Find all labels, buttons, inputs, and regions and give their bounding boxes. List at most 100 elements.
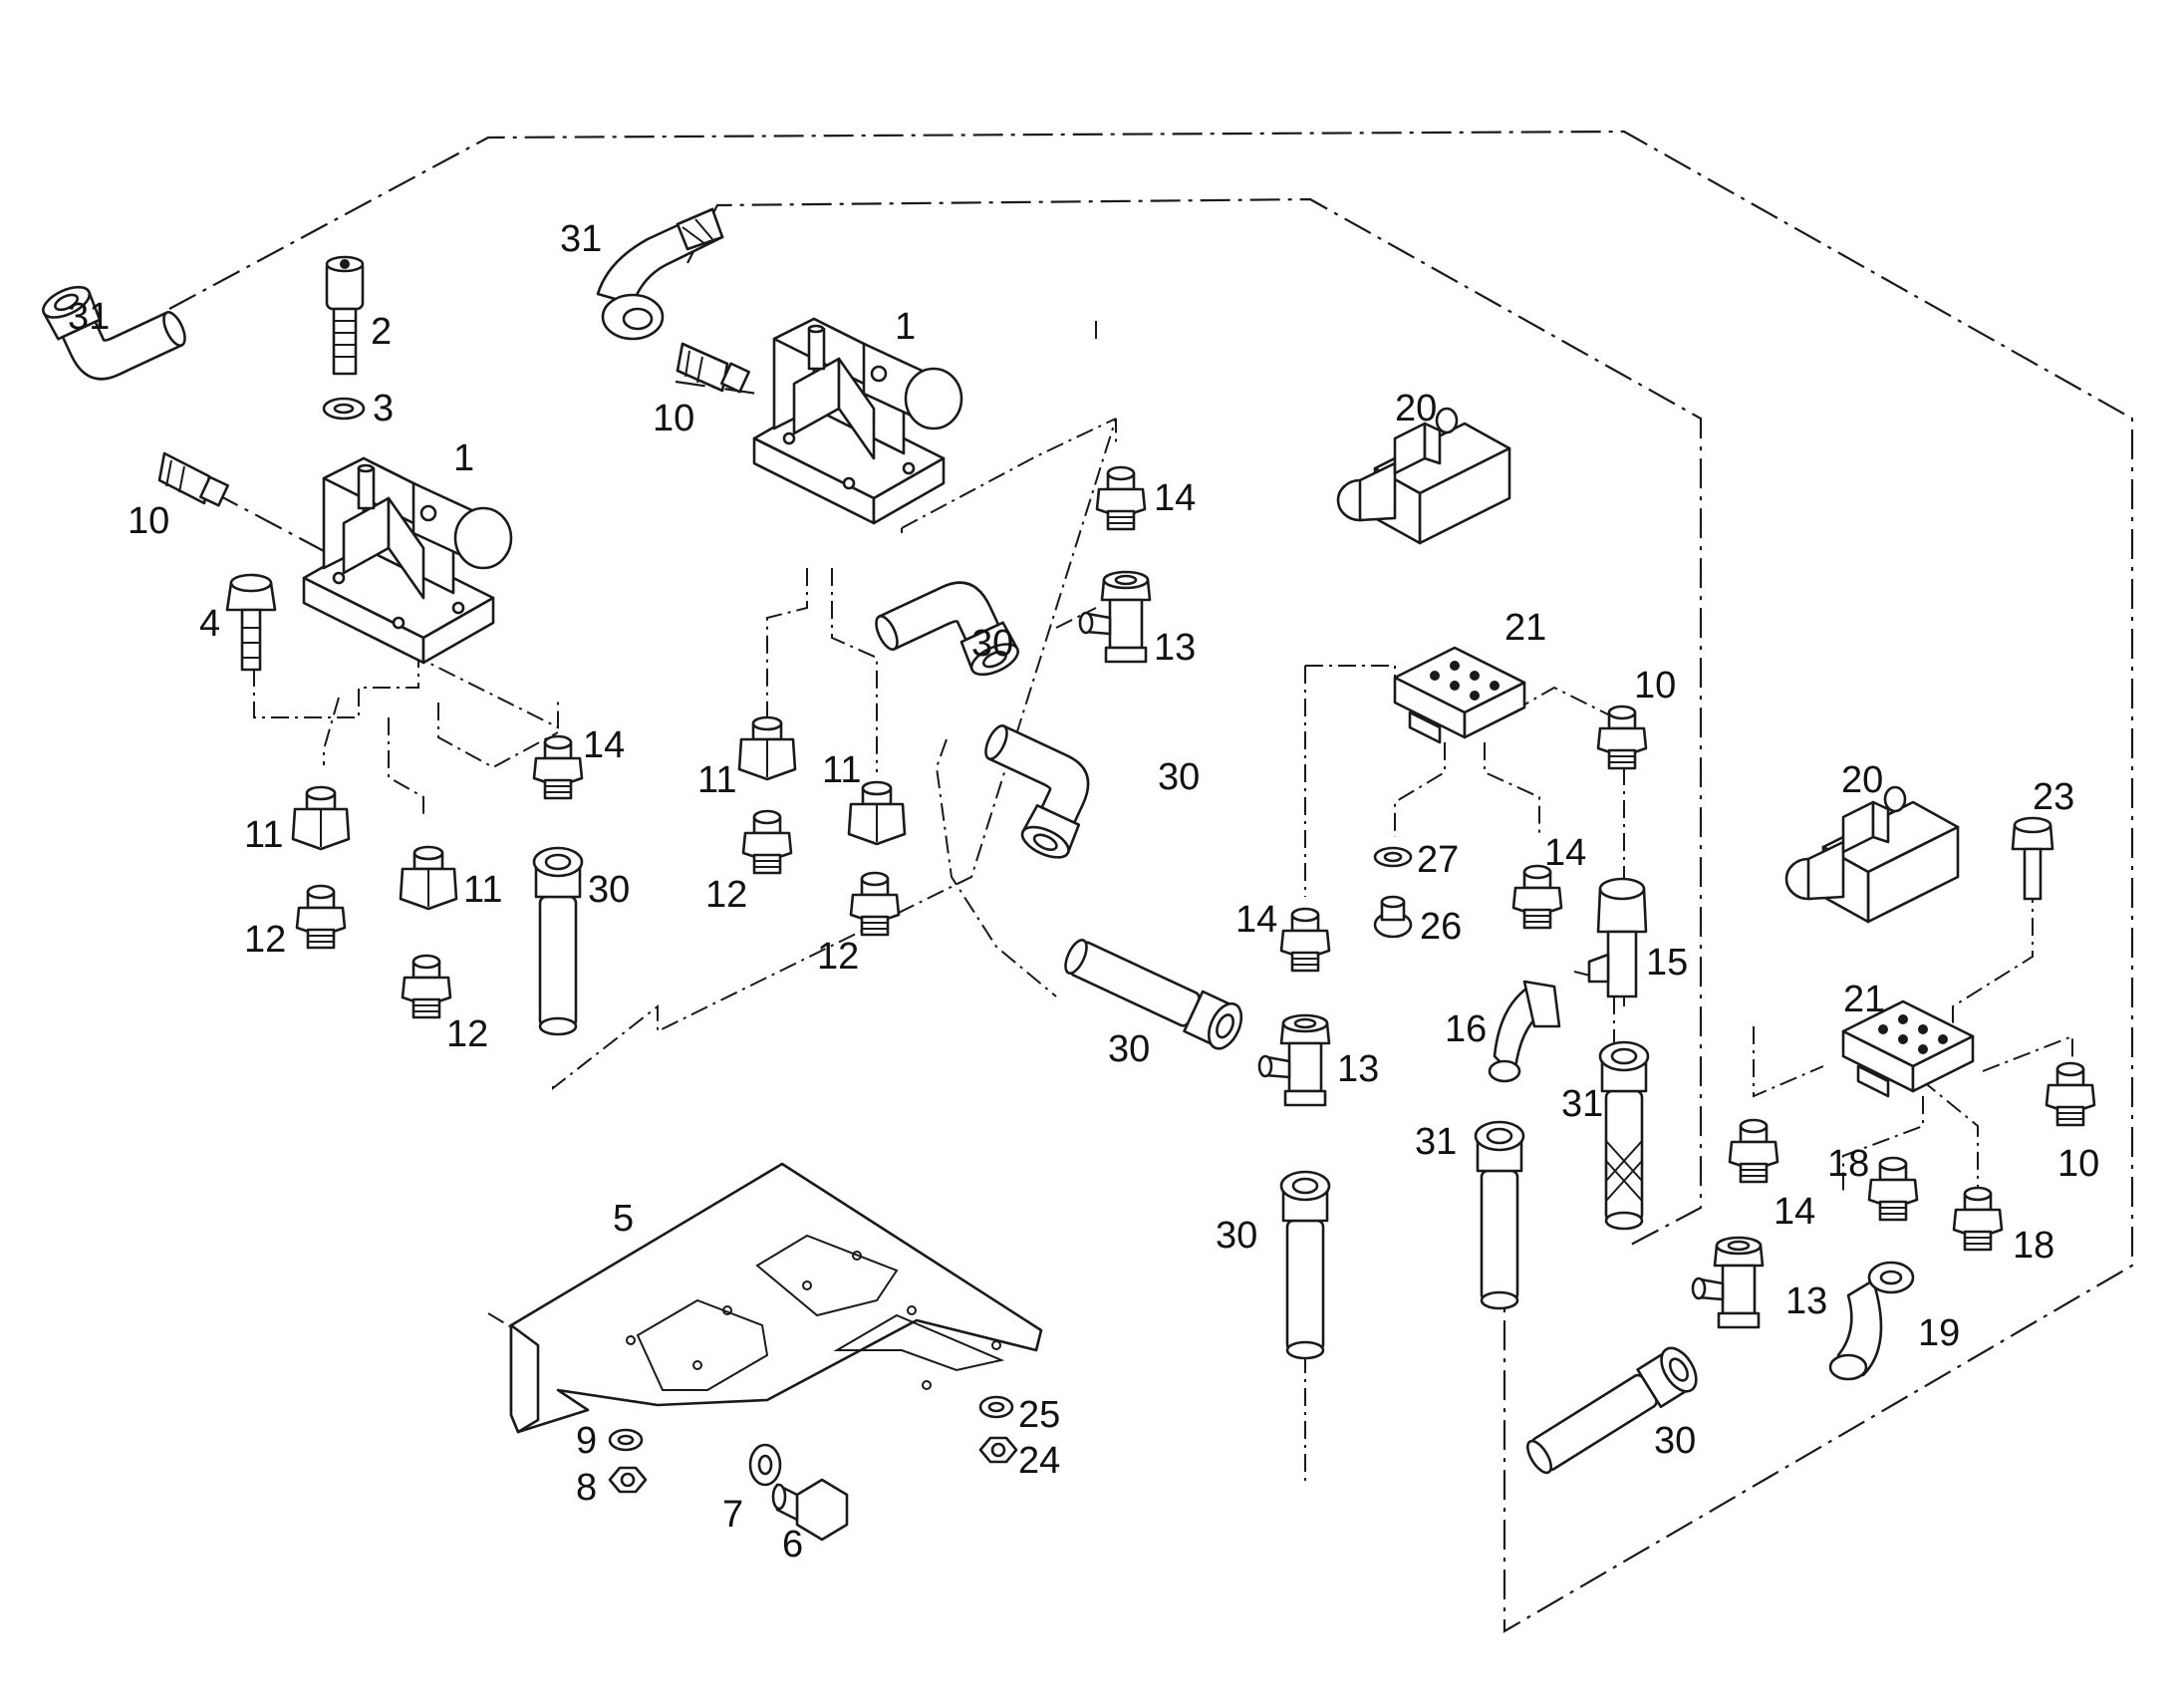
part-valve-left [302,456,513,665]
callout-25: 25 [1018,1394,1060,1436]
callout-26: 26 [1420,906,1462,948]
part-fitting-18-b [1952,1186,2004,1252]
part-hose-30-lower [1279,1170,1331,1360]
part-elbow-30-mid [953,721,1107,865]
callout-21-top: 21 [1504,607,1546,649]
part-fitting-12-a [295,884,347,950]
part-valve-center [752,317,963,525]
part-elbow-31-left [37,250,191,394]
part-elbow-19 [1828,1261,1915,1381]
callout-labels: 31 2 3 1 10 4 14 11 11 12 12 30 31 1 10 … [68,218,2099,1565]
part-hose-30-mid [1057,930,1249,1055]
callout-30-mid: 30 [1158,756,1200,798]
callout-12-c: 12 [705,874,747,916]
part-fitting-14-b [1095,465,1147,531]
callout-1-top: 1 [895,306,916,348]
part-fitting-14-c [1511,864,1563,930]
callout-7: 7 [722,1494,743,1536]
callout-6: 6 [782,1524,803,1565]
part-subplate-21-top [1393,646,1526,744]
callout-5: 5 [613,1198,634,1240]
callout-14-right: 14 [1774,1191,1815,1233]
callout-18-b: 18 [2013,1225,2054,1267]
callout-19: 19 [1918,1312,1960,1354]
callout-16: 16 [1445,1008,1487,1050]
part-solenoid-20-right [1784,785,1960,924]
callout-10-top: 10 [653,398,694,439]
part-fitting-11-a [291,785,351,851]
part-fitting-11-d [847,780,907,846]
callout-11-c: 11 [697,759,736,801]
part-washer-9 [608,1428,644,1452]
part-bracket-5 [509,1162,1043,1434]
callout-9: 9 [576,1420,597,1462]
callout-11-d: 11 [822,749,861,791]
part-plug-26 [1373,895,1413,939]
callout-20-right: 20 [1841,759,1883,801]
part-bolt-4 [225,573,277,672]
callout-31-a: 31 [1415,1121,1457,1163]
callout-12-d: 12 [817,936,859,978]
part-screw-2 [325,255,365,376]
callout-11-a: 11 [244,814,283,856]
part-tee-13-mid [1257,1013,1331,1107]
callout-21-right: 21 [1843,979,1885,1020]
callout-31-left: 31 [68,296,110,338]
part-hose-30-left [532,846,584,1036]
part-washer-25 [978,1395,1014,1419]
callout-14-top: 14 [1154,477,1196,519]
part-tee-13-top [1078,570,1152,664]
callout-4: 4 [199,603,220,645]
callout-13-mid: 13 [1337,1048,1379,1090]
part-fitting-11-c [737,715,797,781]
callout-10-mid: 10 [1634,665,1676,707]
callout-30-right: 30 [1654,1420,1696,1462]
part-fitting-10-b [2045,1061,2096,1127]
callout-30-top: 30 [971,623,1013,665]
callout-11-b: 11 [463,869,502,911]
part-washer-3 [322,397,366,421]
part-fitting-12-b [401,954,452,1019]
callout-10-left: 10 [128,500,169,542]
callout-1-left: 1 [453,437,474,479]
part-fitting-12-d [849,871,901,937]
callout-2: 2 [371,311,392,353]
callout-24: 24 [1018,1440,1060,1482]
part-fitting-14-d [1279,907,1331,973]
part-hose-31-b [1598,1040,1650,1231]
part-washer-7 [748,1443,782,1487]
callout-30-lower-left: 30 [1216,1215,1257,1257]
callout-13-right: 13 [1785,1280,1827,1322]
part-bolt-23 [2011,816,2054,901]
part-fitting-14-a [532,734,584,800]
part-fitting-10-a [1596,705,1648,770]
callout-30-lower: 30 [1108,1028,1150,1070]
callout-12-b: 12 [446,1013,488,1055]
callout-30-left: 30 [588,869,630,911]
callout-31-top: 31 [560,218,602,260]
callout-15: 15 [1646,942,1688,984]
part-nut-8 [608,1466,648,1494]
part-fitting-15 [1587,877,1648,998]
part-fitting-11-b [399,845,458,911]
part-elbow-31-top [596,207,724,341]
callout-14-left: 14 [583,724,625,766]
callout-18-a: 18 [1827,1143,1869,1185]
callout-10-right: 10 [2057,1143,2099,1185]
callout-14-mid-right: 14 [1544,832,1586,874]
part-elbow-16 [1488,980,1561,1083]
callout-20-top: 20 [1395,388,1437,429]
callout-12-a: 12 [244,919,286,961]
part-plug-10-top [676,342,751,394]
callout-27: 27 [1417,839,1459,881]
callout-31-b: 31 [1561,1083,1603,1125]
part-bolt-6 [771,1478,849,1542]
part-fitting-12-c [741,809,793,875]
callout-8: 8 [576,1467,597,1509]
part-fitting-18-a [1867,1156,1919,1222]
callout-3: 3 [373,388,394,429]
part-washer-27 [1373,846,1413,868]
part-plug-10-left [157,451,230,507]
